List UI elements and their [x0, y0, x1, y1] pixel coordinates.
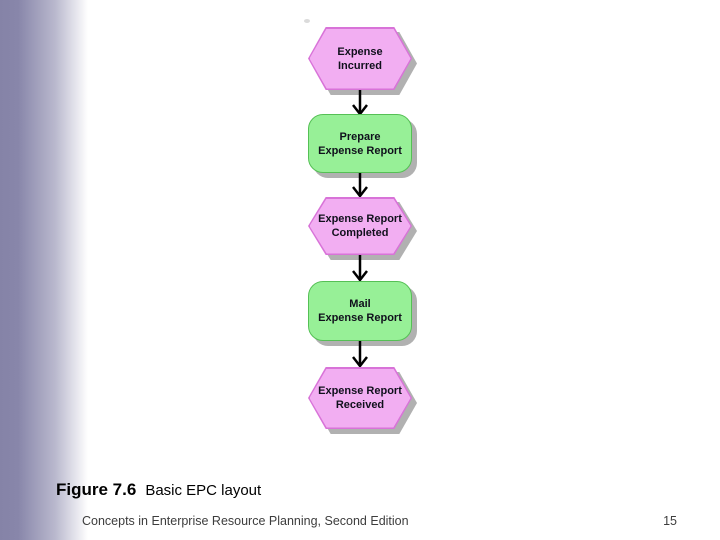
figure-title: Basic EPC layout: [145, 482, 262, 499]
left-gradient-bar: [0, 0, 92, 540]
node-label-line: Prepare: [339, 130, 381, 143]
stray-mark: [304, 19, 310, 23]
node-label-line: Expense Report: [318, 144, 402, 157]
event-node-expense-incurred: Expense Incurred: [308, 27, 417, 95]
function-rectangle: Mail Expense Report: [308, 281, 412, 341]
event-node-expense-report-received: Expense Report Received: [308, 367, 417, 434]
node-label-line: Incurred: [337, 59, 382, 72]
down-arrow-icon: [352, 255, 368, 281]
node-label-line: Expense Report: [318, 312, 402, 324]
down-arrow-icon: [352, 341, 368, 367]
event-hexagon: Expense Report Completed: [308, 197, 412, 255]
down-arrow-icon: [352, 173, 368, 197]
node-label-line: Expense: [337, 45, 383, 58]
down-arrow-icon: [352, 90, 368, 115]
function-node-prepare-expense-report: Prepare Expense Report: [308, 114, 417, 178]
page-number: 15: [663, 514, 677, 528]
function-node-mail-expense-report: Mail Expense Report: [308, 281, 417, 346]
footer-text: Concepts in Enterprise Resource Planning…: [82, 514, 409, 528]
function-rectangle: Prepare Expense Report: [308, 114, 412, 173]
event-hexagon: Expense Incurred: [308, 27, 412, 90]
node-label-line: Expense Report: [318, 213, 402, 225]
event-hexagon: Expense Report Received: [308, 367, 412, 429]
slide-footer: Concepts in Enterprise Resource Planning…: [82, 514, 677, 528]
figure-label: Figure 7.6: [56, 480, 137, 499]
node-label-line: Completed: [331, 227, 389, 239]
figure-caption: Figure 7.6 Basic EPC layout: [56, 480, 261, 500]
epc-diagram: Expense Incurred Prepare Expense Report: [308, 27, 417, 434]
node-label-line: Expense Report: [318, 385, 402, 397]
node-label-line: Received: [335, 399, 385, 411]
event-node-expense-report-completed: Expense Report Completed: [308, 197, 417, 260]
node-label-line: Mail: [349, 298, 371, 310]
